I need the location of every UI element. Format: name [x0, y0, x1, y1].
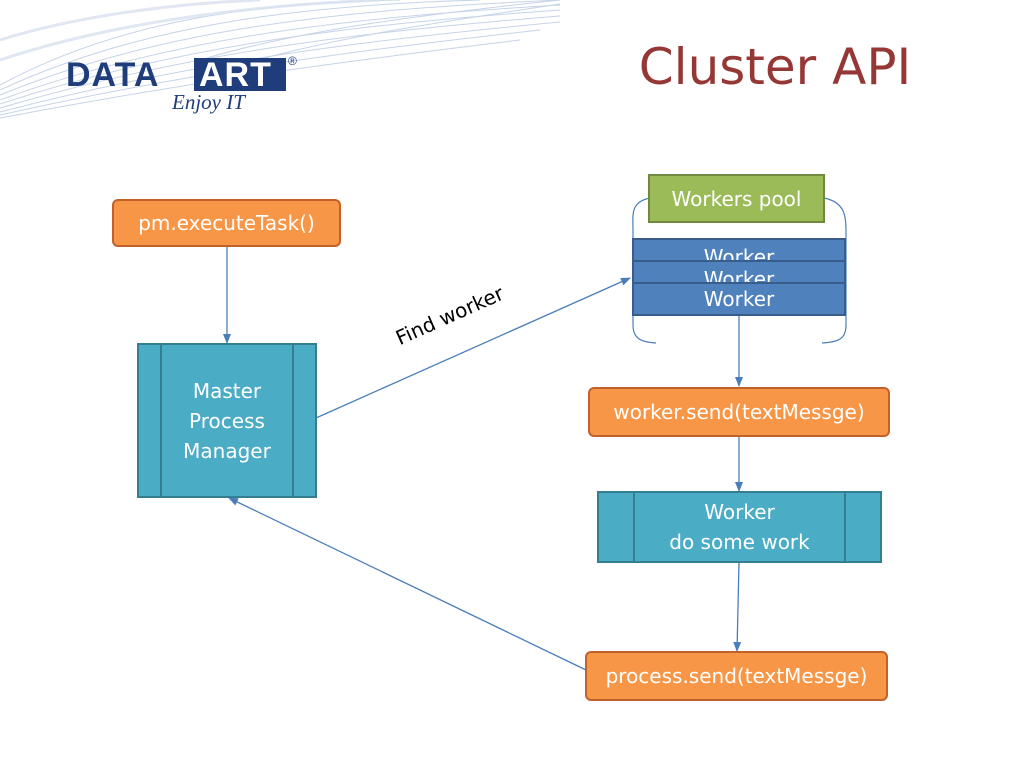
logo-tagline: Enjoy IT [172, 90, 245, 114]
worker-work-label-line2: do some work [669, 530, 810, 554]
execute-task-label: pm.executeTask() [138, 211, 315, 235]
workers-pool-label: Workers pool [671, 186, 802, 211]
worker-card-3-label: Worker [703, 287, 775, 311]
master-label-line3: Manager [183, 438, 271, 463]
worker-send-node: worker.send(textMessge) [588, 387, 890, 437]
workers-pool-node: Workers pool [648, 174, 825, 223]
worker-work-label-line1: Worker [704, 500, 775, 524]
logo-registered-mark: ® [288, 54, 297, 68]
arrow-master-to-pool [315, 277, 631, 419]
worker-work-left-bar [633, 493, 635, 561]
workers-pool-bracket-right [821, 197, 847, 344]
worker-work-label: Worker do some work [669, 497, 810, 557]
header-swoosh [0, 0, 561, 119]
logo-text-data: DATA [66, 56, 160, 94]
master-process-manager-node: Master Process Manager [137, 343, 317, 498]
master-label-line1: Master [192, 378, 262, 403]
worker-card-3: Worker [632, 282, 846, 316]
worker-do-work-node: Worker do some work [597, 491, 882, 563]
master-left-bar [160, 345, 162, 496]
logo-text-art: ART [199, 56, 272, 94]
master-label: Master Process Manager [183, 376, 271, 466]
master-label-line2: Process [189, 408, 265, 433]
dataart-logo: DATA ART ® Enjoy IT [66, 54, 306, 116]
slide-title: Cluster API [638, 38, 912, 96]
logo-art-background [194, 58, 286, 91]
arrow-process-send-to-master [228, 497, 587, 671]
execute-task-node: pm.executeTask() [112, 199, 341, 247]
process-send-label: process.send(textMessge) [605, 664, 868, 688]
arrow-work-to-process-send [733, 561, 742, 652]
master-right-bar [292, 345, 294, 496]
worker-work-right-bar [844, 493, 846, 561]
worker-send-label: worker.send(textMessge) [613, 400, 865, 424]
process-send-node: process.send(textMessge) [585, 651, 888, 701]
